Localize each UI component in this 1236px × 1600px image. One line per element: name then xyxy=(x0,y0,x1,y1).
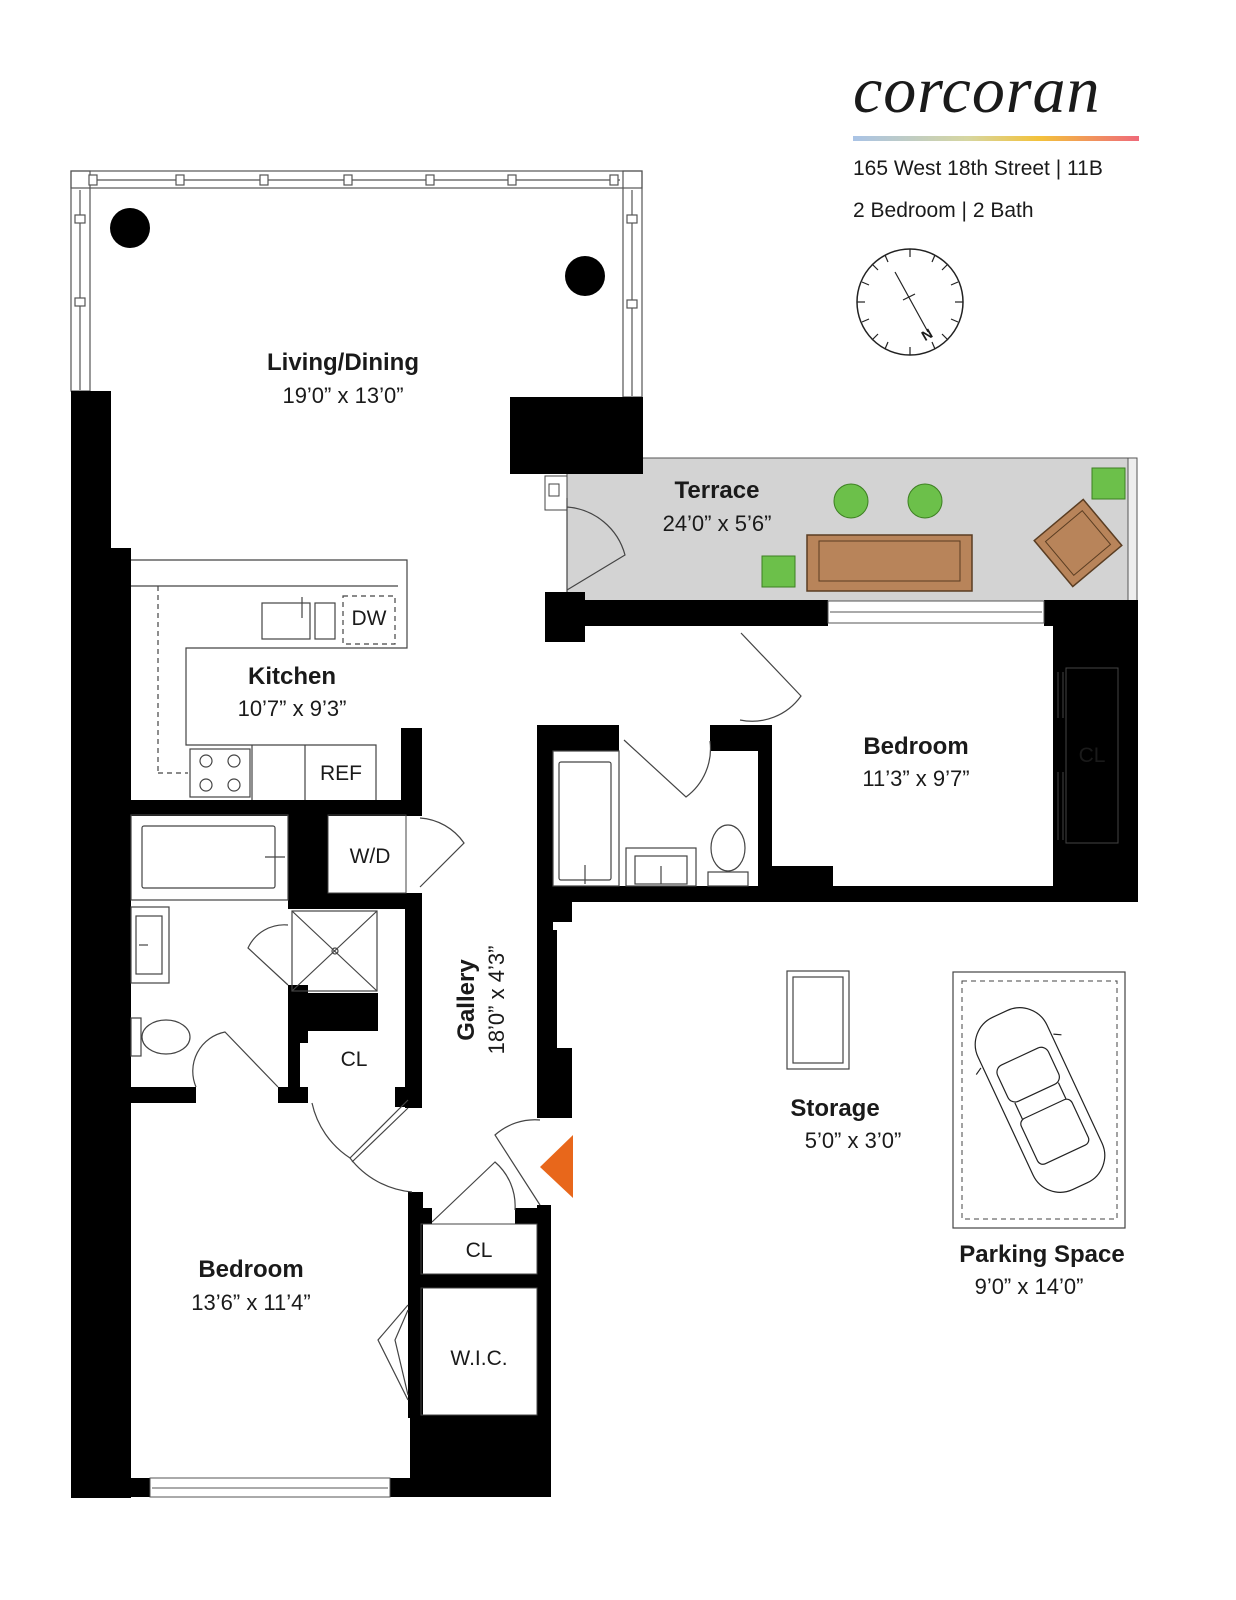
sofa-icon xyxy=(806,534,973,592)
walk-in-closet-label: W.I.C. xyxy=(450,1347,507,1370)
window-rail xyxy=(827,600,1045,624)
bathtub-icon xyxy=(552,750,620,887)
walk-in-closet xyxy=(420,1287,538,1416)
room-dims-bedroom-south: 13’6” x 11’4” xyxy=(191,1290,310,1315)
car-icon xyxy=(974,1007,1106,1193)
fixture-label-ref: REF xyxy=(320,762,362,785)
window-rail xyxy=(149,1477,391,1498)
listing-summary: 2 Bedroom | 2 Bath xyxy=(853,199,1034,222)
room-name-kitchen: Kitchen xyxy=(248,663,336,690)
door-swing xyxy=(419,817,465,888)
room-dims-terrace: 24’0” x 5’6” xyxy=(663,511,772,536)
room-dims-parking: 9’0” x 14’0” xyxy=(975,1274,1084,1299)
vanity-sink-icon xyxy=(625,847,697,887)
walls xyxy=(71,391,1138,1498)
fixture-label-wd: W/D xyxy=(350,845,391,868)
room-name-bedroom-east: Bedroom xyxy=(863,733,968,760)
planter-icon xyxy=(907,483,943,519)
parking-space xyxy=(952,971,1126,1229)
door-swing xyxy=(192,1031,279,1088)
closet-outline xyxy=(420,1223,538,1275)
bathtub-icon xyxy=(130,814,289,901)
brand-color-bar xyxy=(853,136,1139,141)
shower-icon xyxy=(247,910,378,992)
storage-unit xyxy=(786,970,850,1070)
room-name-parking: Parking Space xyxy=(959,1241,1124,1268)
door-swing xyxy=(431,1161,516,1223)
washer-dryer-closet xyxy=(327,814,407,894)
listing-address: 165 West 18th Street | 11B xyxy=(853,157,1103,180)
room-dims-kitchen: 10’7” x 9’3” xyxy=(238,696,347,721)
door-swing xyxy=(349,1107,413,1193)
closet-label-bedroom: CL xyxy=(466,1239,493,1262)
toilet-icon xyxy=(707,824,749,887)
entry-door-swing xyxy=(494,1119,541,1206)
cooktop-icon xyxy=(189,748,251,798)
door-frame xyxy=(544,475,568,511)
room-name-storage: Storage xyxy=(790,1095,879,1122)
compass-icon: N xyxy=(856,248,964,356)
room-dims-gallery: 18’0” x 4’3” xyxy=(484,946,509,1055)
door-swing xyxy=(311,1099,409,1159)
brand-logo: corcoran xyxy=(853,54,1101,127)
structural-column xyxy=(110,208,150,248)
room-dims-bedroom-east: 11’3” x 9’7” xyxy=(862,766,969,791)
planter-icon xyxy=(761,555,796,588)
closet-label-hall: CL xyxy=(341,1048,368,1071)
planter-icon xyxy=(833,483,869,519)
entry-marker-icon xyxy=(540,1135,573,1198)
room-name-bedroom-south: Bedroom xyxy=(198,1256,303,1283)
dishwasher-outline xyxy=(342,595,396,645)
structural-column xyxy=(565,256,605,296)
closet-outline xyxy=(1057,667,1119,844)
terrace-area xyxy=(566,457,1138,602)
kitchen-cabinets xyxy=(131,559,408,800)
fixture-label-dw: DW xyxy=(352,607,387,630)
room-name-terrace: Terrace xyxy=(675,477,760,504)
window-rail xyxy=(70,170,643,398)
door-swing xyxy=(739,632,802,722)
toilet-icon xyxy=(130,1017,191,1057)
vanity-sink-icon xyxy=(130,906,170,984)
room-dims-living: 19’0” x 13’0” xyxy=(282,383,403,408)
bifold-door xyxy=(377,1304,409,1401)
lounge-chair-icon xyxy=(1033,498,1123,588)
door-swing xyxy=(623,739,712,798)
room-dims-storage: 5’0” x 3’0” xyxy=(805,1128,902,1153)
sink-icon xyxy=(261,597,336,640)
listing-header: corcoran 165 West 18th Street | 11B 2 Be… xyxy=(853,56,1153,223)
compass-north-label: N xyxy=(919,325,936,344)
room-name-gallery: Gallery xyxy=(453,959,480,1041)
room-name-living: Living/Dining xyxy=(267,349,419,376)
planter-icon xyxy=(1091,467,1126,500)
terrace-door-swing xyxy=(566,498,626,592)
closet-label-east: CL xyxy=(1079,744,1106,767)
